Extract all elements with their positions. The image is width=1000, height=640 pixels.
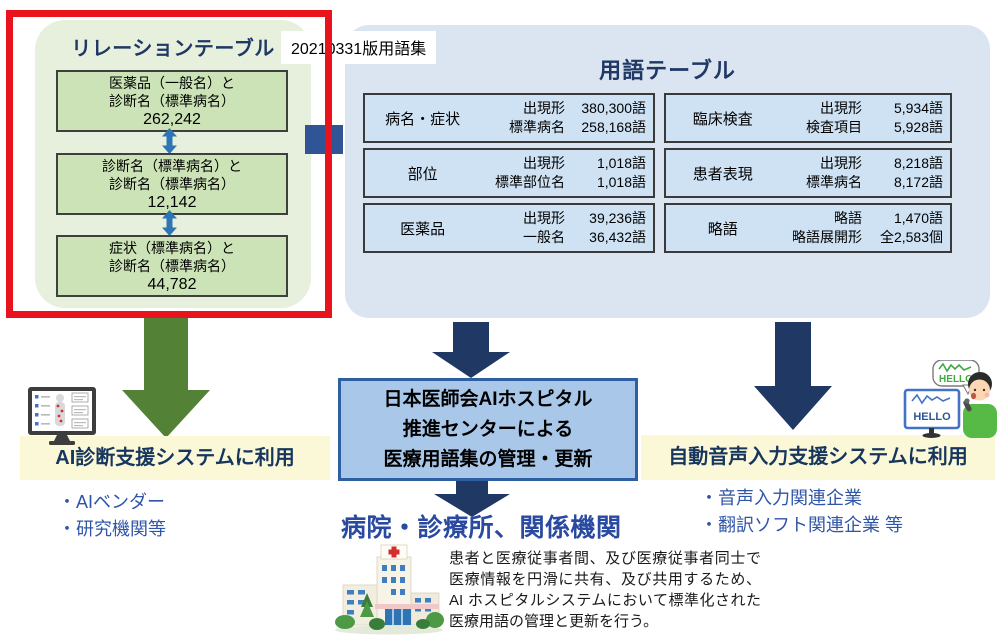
relation-panel: リレーションテーブル 医薬品（一般名）と 診断名（標準病名） 262,242 診… xyxy=(35,20,311,308)
ai-diagnosis-bullets: ・AIベンダー ・研究機関等 xyxy=(58,489,166,543)
speech-bubble-text: HELLO xyxy=(939,374,973,385)
term-metric-value: 1,470語 xyxy=(893,210,943,226)
term-cell-drug: 医薬品 出現形 39,236語 一般名 36,432語 xyxy=(363,203,655,253)
term-metric-label: 略語 xyxy=(834,210,862,226)
term-cell-clinical-test: 臨床検査 出現形 5,934語 検査項目 5,928語 xyxy=(664,93,952,143)
term-cell-abbreviation: 略語 略語 1,470語 略語展開形 全2,583個 xyxy=(664,203,952,253)
management-center-box: 日本医師会AIホスピタル 推進センターによる 医療用語集の管理・更新 xyxy=(338,378,638,481)
term-metric-value: 36,432語 xyxy=(589,229,646,245)
term-category: 略語 xyxy=(707,220,738,238)
voice-input-usage-label: 自動音声入力支援システムに利用 xyxy=(641,435,995,480)
navy-down-arrow-icon xyxy=(434,474,510,517)
relation-panel-title: リレーションテーブル xyxy=(71,38,275,60)
relation-box-symptom-diagnosis: 症状（標準病名）と 診断名（標準病名） 44,782 xyxy=(56,235,288,297)
diagnosis-monitor-icon xyxy=(28,387,96,445)
term-metric-value: 8,172語 xyxy=(893,174,943,190)
term-metric-value: 380,300語 xyxy=(581,100,646,116)
navy-down-arrow-icon xyxy=(754,322,832,430)
term-grid: 病名・症状 出現形 380,300語 標準病名 258,168語 臨床検査 出現形 5… xyxy=(363,93,952,253)
voice-input-person-icon: HELLO HELLO xyxy=(903,360,997,438)
term-metric-label: 検査項目 xyxy=(806,119,862,135)
term-metric-value: 8,218語 xyxy=(893,155,943,171)
bullet-item: ・音声入力関連企業 xyxy=(700,488,862,508)
relation-box-count: 44,782 xyxy=(147,276,197,293)
relation-box-drug-diagnosis: 医薬品（一般名）と 診断名（標準病名） 262,242 xyxy=(56,70,288,132)
green-down-arrow-icon xyxy=(122,318,210,438)
term-metric-value: 1,018語 xyxy=(596,174,646,190)
term-panel: 用語テーブル 病名・症状 出現形 380,300語 標準病名 258,168語 臨床… xyxy=(345,25,990,318)
recipients-title: 病院・診療所、関係機関 xyxy=(341,514,622,542)
term-metric-label: 標準病名 xyxy=(806,174,862,190)
term-metric-label: 出現形 xyxy=(523,210,565,226)
term-cell-body-part: 部位 出現形 1,018語 標準部位名 1,018語 xyxy=(363,148,655,198)
voice-monitor-text: HELLO xyxy=(913,411,951,423)
bullet-item: ・AIベンダー xyxy=(58,492,166,512)
relation-box-line1: 医薬品（一般名）と xyxy=(109,75,235,91)
double-arrow-icon xyxy=(162,210,177,236)
relation-box-line2: 診断名（標準病名） xyxy=(109,93,235,109)
relation-box-line1: 診断名（標準病名）と xyxy=(102,158,242,174)
term-category: 医薬品 xyxy=(400,220,446,238)
term-metric-value: 全2,583個 xyxy=(879,229,943,245)
term-metric-label: 標準部位名 xyxy=(495,174,565,190)
term-cell-disease-symptom: 病名・症状 出現形 380,300語 標準病名 258,168語 xyxy=(363,93,655,143)
term-metric-label: 標準病名 xyxy=(509,119,565,135)
term-metric-label: 出現形 xyxy=(523,155,565,171)
relation-box-count: 12,142 xyxy=(147,194,197,211)
term-metric-value: 5,928語 xyxy=(893,119,943,135)
term-panel-title: 用語テーブル xyxy=(599,58,736,83)
term-metric-value: 258,168語 xyxy=(581,119,646,135)
version-label: 20210331版用語集 xyxy=(281,31,437,64)
term-metric-value: 1,018語 xyxy=(596,155,646,171)
term-metric-value: 5,934語 xyxy=(893,100,943,116)
term-metric-value: 39,236語 xyxy=(589,210,646,226)
term-category: 患者表現 xyxy=(692,165,753,183)
hospital-icon xyxy=(335,544,444,635)
management-center-line3: 医療用語集の管理・更新 xyxy=(383,448,593,470)
recipients-description: 患者と医療従事者間、及び医療従事者同士で医療情報を円滑に共有、及び共用するため、… xyxy=(449,550,761,630)
term-metric-label: 略語展開形 xyxy=(792,229,862,245)
relation-box-line2: 診断名（標準病名） xyxy=(109,258,235,274)
term-category: 部位 xyxy=(407,165,438,183)
term-cell-patient-expression: 患者表現 出現形 8,218語 標準病名 8,172語 xyxy=(664,148,952,198)
voice-input-bullets: ・音声入力関連企業 ・翻訳ソフト関連企業 等 xyxy=(700,485,903,539)
management-center-line1: 日本医師会AIホスピタル xyxy=(383,388,593,410)
relation-box-line1: 症状（標準病名）と xyxy=(109,240,235,256)
navy-down-arrow-icon xyxy=(432,322,510,378)
term-category: 病名・症状 xyxy=(385,110,461,128)
relation-box-count: 262,242 xyxy=(143,111,201,128)
red-highlight-frame xyxy=(6,10,332,318)
relation-box-diagnosis-diagnosis: 診断名（標準病名）と 診断名（標準病名） 12,142 xyxy=(56,153,288,215)
panel-connector xyxy=(305,125,343,154)
term-metric-label: 出現形 xyxy=(523,100,565,116)
term-metric-label: 出現形 xyxy=(820,155,862,171)
bullet-item: ・研究機関等 xyxy=(58,519,166,539)
ai-diagnosis-usage-label: AI診断支援システムに利用 xyxy=(20,436,330,480)
bullet-item: ・翻訳ソフト関連企業 等 xyxy=(700,515,903,535)
relation-box-line2: 診断名（標準病名） xyxy=(109,176,235,192)
term-metric-label: 一般名 xyxy=(523,229,565,245)
double-arrow-icon xyxy=(162,128,177,154)
term-category: 臨床検査 xyxy=(692,110,753,128)
term-metric-label: 出現形 xyxy=(820,100,862,116)
management-center-line2: 推進センターによる xyxy=(402,418,574,440)
